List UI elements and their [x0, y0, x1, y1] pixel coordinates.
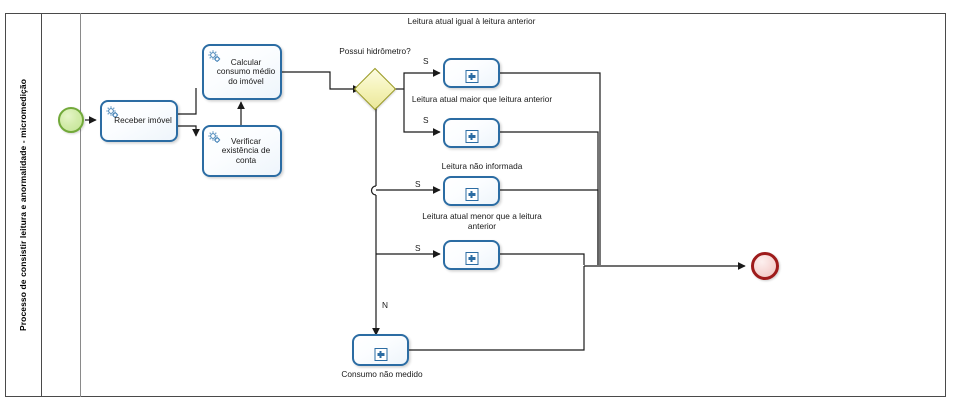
flow-label-n: N: [382, 300, 388, 310]
subprocess-leitura-nao-informada[interactable]: [443, 176, 500, 206]
flow-gateway-to-leitura-maior: [403, 89, 441, 136]
flow-leitura-menor-to-merge: [500, 253, 585, 265]
subprocess-label-consumo-nao-medido: Consumo não medido: [341, 369, 423, 379]
gear-icon: [207, 130, 222, 145]
flow-leitura-maior-to-merge: [500, 131, 599, 265]
plus-icon[interactable]: [465, 70, 478, 83]
task-receber-imovel[interactable]: Receber imóvel: [100, 100, 178, 142]
subprocess-leitura-maior[interactable]: [443, 118, 500, 148]
flow-consumo-to-merge: [407, 266, 585, 351]
flow-leitura-igual-to-merge: [500, 72, 601, 265]
flow-leitura-nao-informada-to-merge: [500, 189, 599, 265]
subprocess-label-leitura-menor: Leitura atual menor que a leitura anteri…: [422, 211, 542, 231]
flow-receber-to-calcular: [178, 88, 197, 115]
start-event[interactable]: [58, 107, 84, 133]
subprocess-consumo-nao-medido[interactable]: [352, 334, 409, 366]
subprocess-leitura-igual[interactable]: [443, 58, 500, 88]
flow-calcular-to-gateway: [282, 71, 361, 93]
plus-icon[interactable]: [374, 348, 387, 361]
flow-gateway-to-leitura-igual: [403, 69, 441, 89]
task-label: Receber imóvel: [114, 115, 172, 126]
subprocess-leitura-menor[interactable]: [443, 240, 500, 270]
subprocess-label-leitura-maior: Leitura atual maior que leitura anterior: [411, 94, 553, 104]
gear-icon: [207, 49, 222, 64]
task-label: Verificar existência de conta: [221, 136, 271, 165]
flow-label-s-3: S: [415, 179, 421, 189]
plus-icon[interactable]: [465, 252, 478, 265]
flow-label-s-1: S: [423, 56, 429, 66]
end-event[interactable]: [751, 252, 779, 280]
flow-label-s-4: S: [415, 243, 421, 253]
plus-icon[interactable]: [465, 130, 478, 143]
task-label: Calcular consumo médio do imóvel: [216, 57, 276, 86]
subprocess-label-leitura-igual: Leitura atual igual à leitura anterior: [407, 16, 536, 26]
flow-gateway-trunk-jump: [370, 185, 377, 196]
gear-icon: [105, 105, 120, 120]
plus-icon[interactable]: [465, 188, 478, 201]
subprocess-label-leitura-nao-informada: Leitura não informada: [441, 161, 523, 171]
flow-receber-to-verificar: [178, 125, 200, 137]
lane-divider: [80, 13, 81, 397]
gateway-label: Possui hidrômetro?: [339, 46, 411, 56]
task-verificar-conta[interactable]: Verificar existência de conta: [202, 125, 282, 177]
flow-label-s-2: S: [423, 115, 429, 125]
pool-label: Processo de consistir leitura e anormali…: [5, 13, 42, 397]
task-calcular-consumo[interactable]: Calcular consumo médio do imóvel: [202, 44, 282, 100]
